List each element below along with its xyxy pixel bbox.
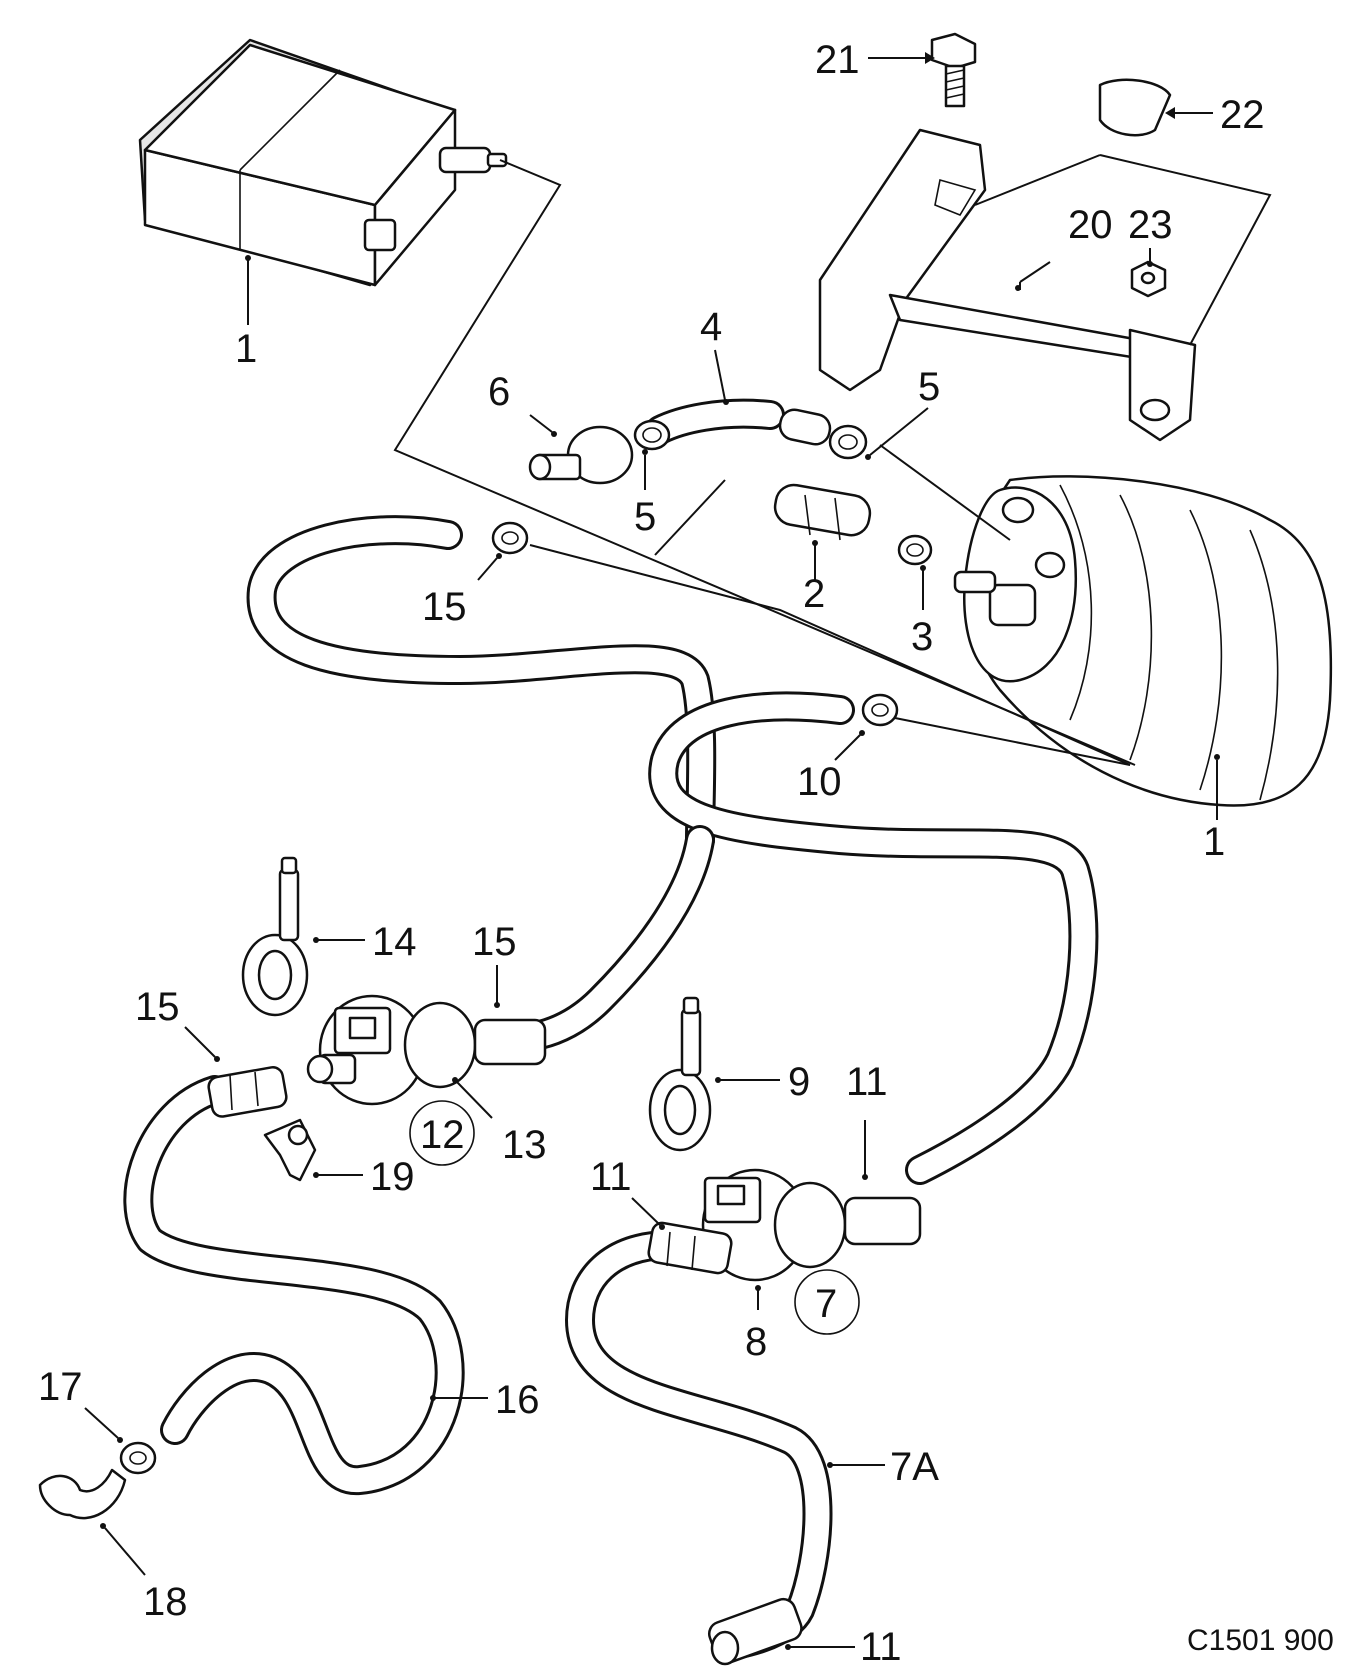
valve-7 [647, 1168, 922, 1282]
clamp-3 [897, 534, 933, 566]
mount-ring-14 [241, 856, 309, 1017]
clamp-5-right [828, 424, 868, 460]
charcoal-canister-upper [138, 38, 508, 287]
connector-11-bottom [708, 1597, 803, 1666]
hose-4 [645, 398, 785, 445]
callout-1-upper: 1 [235, 327, 257, 371]
callout-11-bottom: 11 [860, 1625, 902, 1669]
callout-8: 8 [745, 1320, 767, 1364]
charcoal-canister-right [953, 475, 1333, 807]
callout-circle-7 [794, 1269, 860, 1335]
callout-15-mid: 15 [472, 920, 517, 964]
callout-19: 19 [370, 1155, 415, 1199]
diagram-code: C1501 900 [1187, 1624, 1334, 1657]
callout-6: 6 [488, 370, 510, 414]
callout-20: 20 [1068, 203, 1113, 247]
callout-23: 23 [1128, 203, 1173, 247]
callout-1-right: 1 [1203, 820, 1225, 864]
purge-valve-12 [306, 994, 547, 1106]
hose-16 [123, 1075, 465, 1496]
callout-10: 10 [797, 760, 842, 804]
callout-13: 13 [502, 1123, 547, 1167]
hose-connector-4b [778, 408, 832, 446]
elbow-18 [38, 1468, 127, 1520]
hose-2 [773, 483, 872, 541]
clip-22 [1098, 78, 1172, 137]
hose-7a [565, 1230, 833, 1660]
callout-16: 16 [495, 1378, 540, 1422]
callout-15-top: 15 [422, 585, 467, 629]
clamp-15-top [491, 521, 529, 555]
callout-12: 12 [420, 1113, 465, 1157]
callout-9: 9 [788, 1060, 810, 1104]
callout-17: 17 [38, 1365, 83, 1409]
clamp-17 [119, 1441, 157, 1475]
hose-10 [648, 691, 1099, 1185]
clamp-10 [861, 693, 899, 727]
mounting-bracket [818, 128, 1197, 442]
callout-3: 3 [911, 615, 933, 659]
callout-4: 4 [700, 305, 722, 349]
hose-13-to-valve [525, 825, 715, 1050]
callout-11-left: 11 [590, 1155, 632, 1199]
callout-18: 18 [143, 1580, 188, 1624]
clamp-5-left [633, 419, 671, 451]
callout-7: 7 [815, 1282, 837, 1326]
callout-11-right: 11 [846, 1060, 888, 1104]
callout-22: 22 [1220, 93, 1265, 137]
connector-15-left [207, 1066, 288, 1118]
bolt-21 [930, 32, 977, 108]
callout-5-right: 5 [918, 365, 940, 409]
callout-2: 2 [803, 572, 825, 616]
callout-14: 14 [372, 920, 417, 964]
callout-circle-12 [409, 1100, 475, 1166]
callout-15-left: 15 [135, 985, 180, 1029]
callout-5-left: 5 [634, 495, 656, 539]
leader-lines [84, 52, 1272, 1650]
mount-ring-9 [648, 996, 712, 1152]
callout-21: 21 [815, 38, 860, 82]
hose-15-upper [246, 515, 717, 855]
clip-19 [263, 1118, 317, 1182]
valve-6 [528, 425, 634, 485]
callout-7a: 7A [890, 1445, 939, 1489]
